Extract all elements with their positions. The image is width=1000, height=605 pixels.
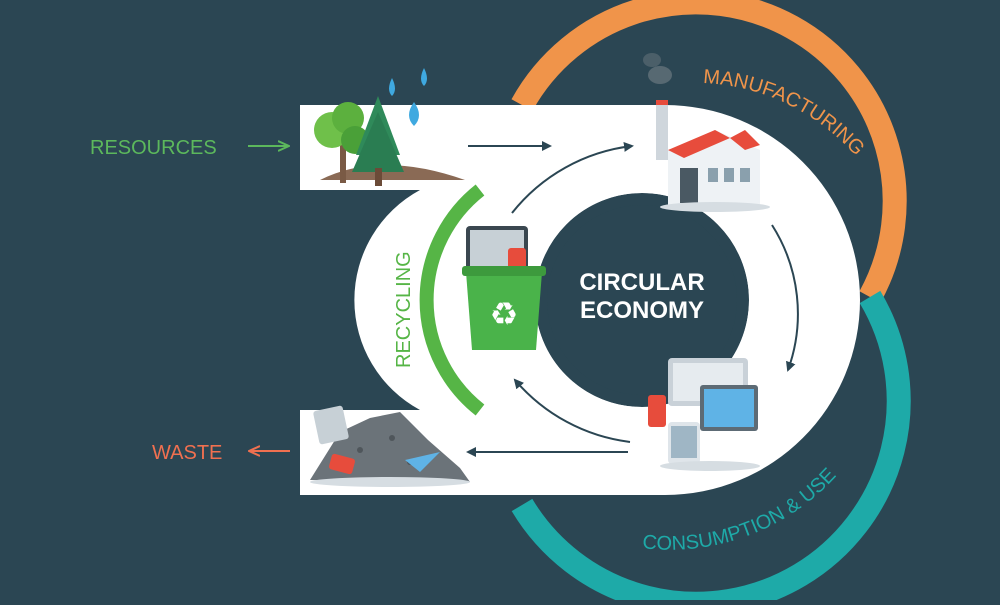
waste-pile-icon (310, 405, 470, 487)
devices-icon (648, 358, 760, 471)
trees-icon (314, 96, 465, 186)
title-line-1: CIRCULAR (579, 269, 704, 296)
manufacturing-ring (511, 0, 907, 303)
recycle-bin-icon: ♻ (462, 226, 546, 350)
recycling-arc (419, 184, 485, 416)
consumption-ring (511, 290, 911, 605)
factory-icon (643, 53, 770, 212)
center-disk (547, 205, 737, 395)
recycle-symbol: ♻ (490, 296, 519, 332)
waste-label: WASTE (152, 442, 222, 464)
arrow-manufacturing-to-consumption (771, 224, 799, 372)
title-line-2: ECONOMY (580, 297, 704, 324)
arrow-recycling-to-manufacturing (511, 141, 634, 214)
water-drops-icon (389, 68, 427, 126)
recycling-label: RECYCLING (393, 251, 415, 368)
resources-label: RESOURCES (90, 137, 217, 159)
arrow-consumption-to-recycling (513, 378, 631, 443)
